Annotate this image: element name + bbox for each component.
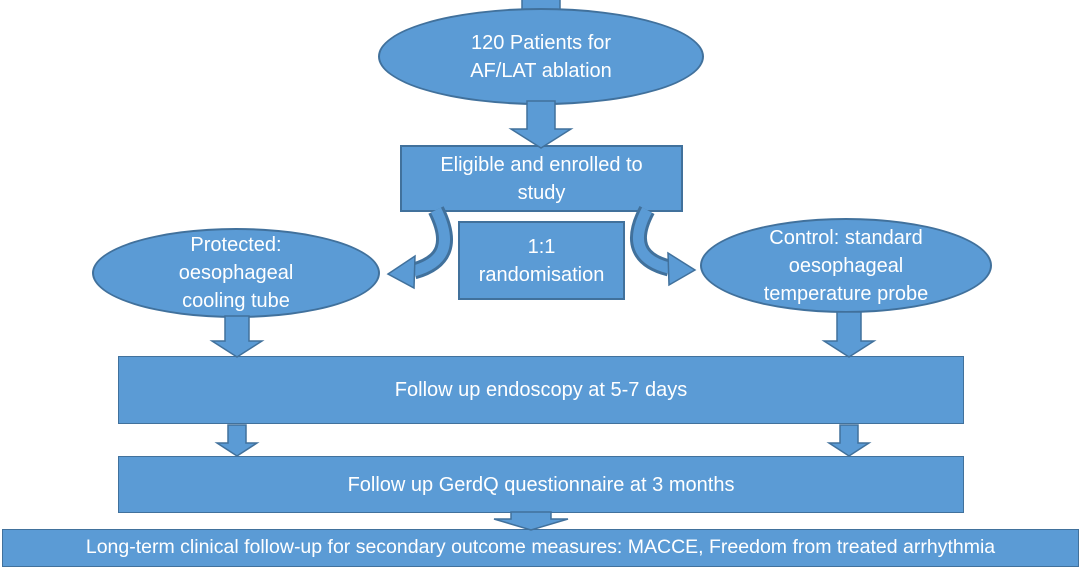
- node-gerdq-label: Follow up GerdQ questionnaire at 3 month…: [347, 473, 735, 496]
- node-long-term-bar: Long-term clinical follow-up for seconda…: [2, 529, 1079, 567]
- node-long-term-label: Long-term clinical follow-up for seconda…: [85, 536, 996, 559]
- node-control-arm-ellipse: Control: standard oesophageal temperatur…: [700, 218, 992, 313]
- node-randomisation-box: 1:1 randomisation: [458, 221, 625, 300]
- down-arrow-control-to-endoscopy-icon: [821, 311, 877, 358]
- node-endoscopy-box: Follow up endoscopy at 5-7 days: [118, 356, 964, 424]
- down-arrow-endoscopy-to-gerdq-left-icon: [214, 424, 260, 457]
- curved-arrow-enrolled-to-protected-icon: [386, 206, 453, 290]
- node-enrolled-label: Eligible and enrolled to study: [440, 153, 643, 204]
- node-randomisation-label: 1:1 randomisation: [478, 235, 605, 286]
- node-protected-arm-ellipse: Protected: oesophageal cooling tube: [92, 228, 380, 318]
- node-endoscopy-label: Follow up endoscopy at 5-7 days: [394, 379, 688, 401]
- node-gerdq-box: Follow up GerdQ questionnaire at 3 month…: [118, 456, 964, 513]
- down-arrow-patients-to-enrolled-icon: [508, 100, 574, 149]
- down-arrow-protected-to-endoscopy-icon: [209, 315, 265, 358]
- node-patients-ellipse: 120 Patients for AF/LAT ablation: [378, 8, 704, 105]
- node-enrolled-box: Eligible and enrolled to study: [400, 145, 683, 212]
- down-arrow-gerdq-to-longterm-icon: [493, 511, 569, 531]
- down-arrow-endoscopy-to-gerdq-right-icon: [826, 424, 872, 457]
- node-control-arm-label: Control: standard oesophageal temperatur…: [763, 226, 929, 305]
- node-patients-label: 120 Patients for AF/LAT ablation: [470, 31, 612, 82]
- curved-arrow-enrolled-to-control-icon: [630, 206, 697, 287]
- node-protected-arm-label: Protected: oesophageal cooling tube: [178, 234, 294, 312]
